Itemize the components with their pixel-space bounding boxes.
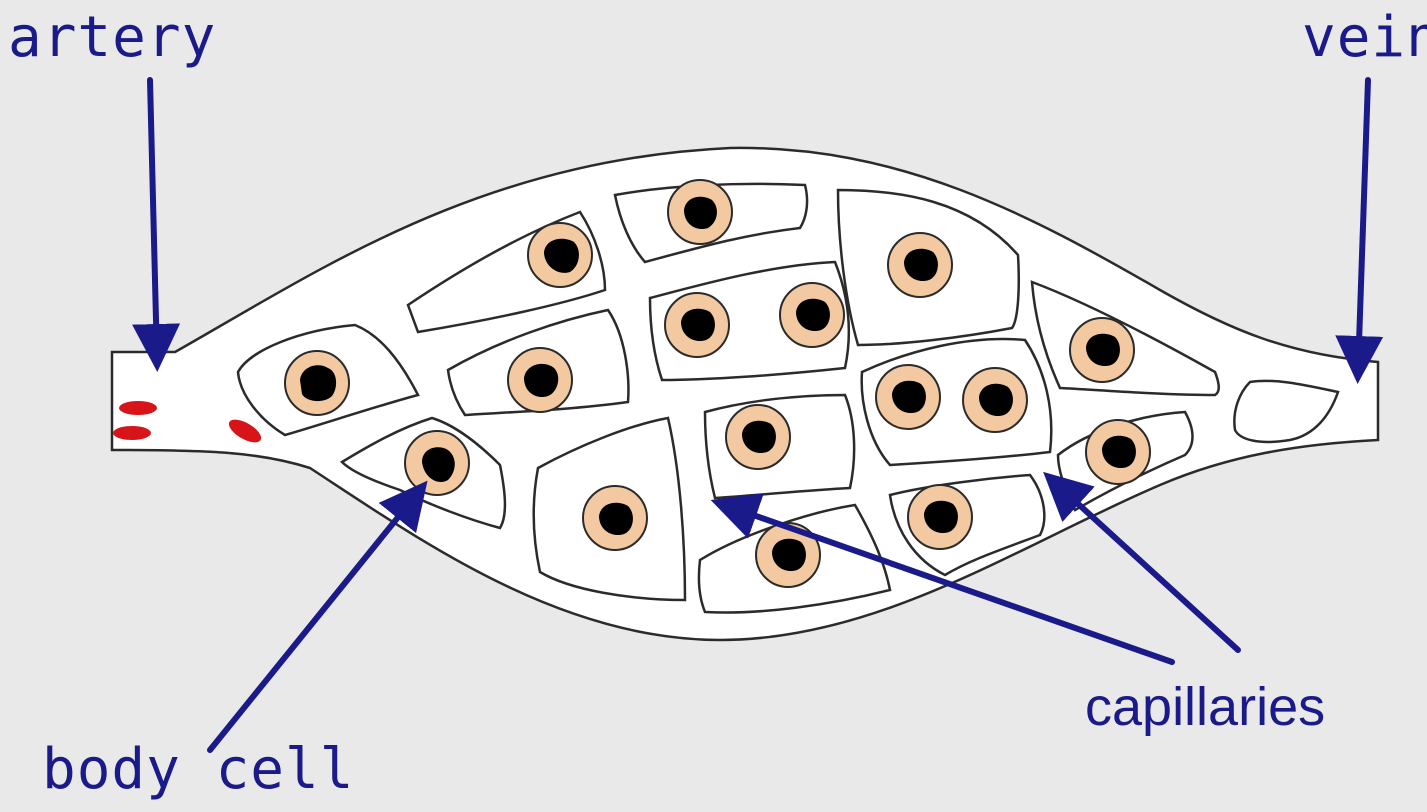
body-cell xyxy=(1085,419,1151,485)
red-blood-cell-group xyxy=(113,401,262,443)
cell-nucleus xyxy=(524,363,559,398)
tissue-block xyxy=(1233,379,1340,444)
cell-nucleus xyxy=(300,365,337,402)
body-cell xyxy=(875,364,941,430)
body-cell xyxy=(667,179,733,245)
cell-nucleus xyxy=(684,196,717,230)
body-cell xyxy=(582,485,648,551)
body-cell xyxy=(755,522,821,588)
cell-nucleus xyxy=(796,298,830,332)
vein-arrow xyxy=(1335,77,1384,384)
capillaries-arrow-left xyxy=(710,493,1175,665)
body-cell xyxy=(725,404,791,470)
body-cell xyxy=(907,484,973,550)
body-cell-arrow xyxy=(207,480,428,753)
red-blood-cell xyxy=(228,419,262,443)
red-blood-cell xyxy=(119,401,157,415)
body-cell-group xyxy=(284,179,1151,588)
cell-nucleus xyxy=(422,447,455,482)
cell-nucleus xyxy=(681,308,715,342)
artery-arrow xyxy=(132,77,181,372)
body-cell-label: body cell xyxy=(42,737,355,802)
body-cell xyxy=(404,430,470,496)
red-blood-cell xyxy=(113,426,151,440)
pointer-arrows xyxy=(132,77,1384,753)
body-cell xyxy=(1069,317,1135,383)
body-cell xyxy=(284,350,350,416)
body-cell xyxy=(507,347,573,413)
body-cell xyxy=(887,232,953,298)
body-cell xyxy=(779,282,845,348)
cell-nucleus xyxy=(1102,435,1136,469)
cell-nucleus xyxy=(742,420,776,454)
body-cell xyxy=(962,367,1028,433)
cell-nucleus xyxy=(892,380,926,414)
cell-nucleus xyxy=(924,500,958,534)
capillaries-arrow-right xyxy=(1043,471,1241,653)
cell-nucleus xyxy=(599,502,633,536)
cell-nucleus xyxy=(544,238,579,273)
capillaries-label: capillaries xyxy=(1085,677,1326,737)
cell-nucleus xyxy=(772,538,806,572)
body-cell xyxy=(527,222,593,288)
vein-label: vein xyxy=(1302,5,1427,70)
cell-nucleus xyxy=(979,383,1013,417)
artery-label: artery xyxy=(8,5,217,70)
body-cell xyxy=(664,292,730,358)
cell-nucleus xyxy=(1086,333,1120,367)
cell-nucleus xyxy=(904,248,938,282)
